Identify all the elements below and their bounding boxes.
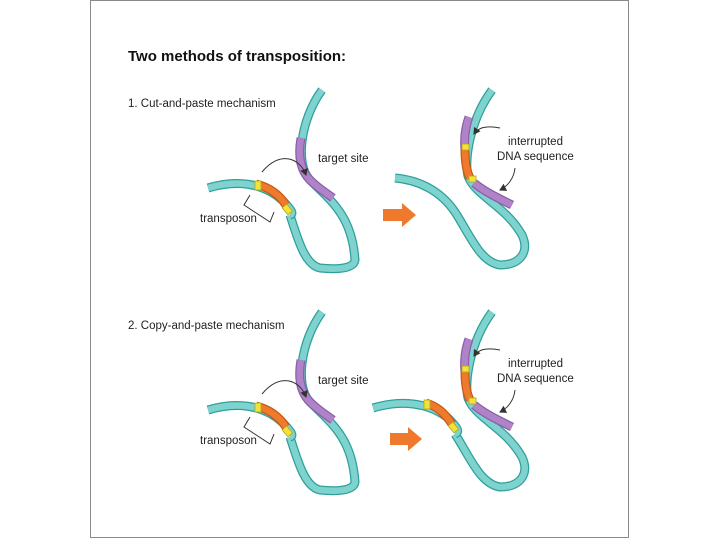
copy-paste-donor-dna	[206, 401, 297, 442]
process-arrow-2	[390, 427, 422, 451]
cut-paste-donor-dna	[206, 179, 297, 220]
result-arrow-bottom-1	[499, 167, 516, 191]
copy-paste-target-dna	[285, 309, 360, 496]
insertion-arrow	[261, 158, 308, 176]
result-arrow-top-1	[473, 126, 501, 135]
section-1-heading: 1. Cut-and-paste mechanism	[128, 98, 276, 110]
target-site-label-2: target site	[318, 375, 369, 387]
cut-paste-target-dna	[285, 87, 360, 274]
transposon-label-2: transposon	[200, 435, 257, 447]
result-label-line1-2: interrupted	[508, 358, 563, 370]
result-arrow-bottom-2	[499, 389, 516, 413]
section-2-heading: 2. Copy-and-paste mechanism	[128, 320, 285, 332]
figure-title: Two methods of transposition:	[128, 48, 347, 65]
result-label-line1: interrupted	[508, 136, 563, 148]
copy-paste-result-dna	[371, 309, 530, 492]
result-label-line2: DNA sequence	[497, 151, 574, 163]
target-site-label: target site	[318, 153, 369, 165]
insertion-arrow-2	[261, 380, 308, 398]
transposon-label: transposon	[200, 213, 257, 225]
result-arrow-top-2	[473, 348, 501, 357]
result-label-line2-2: DNA sequence	[497, 373, 574, 385]
transposon-bracket	[243, 194, 275, 223]
cut-paste-result-dna	[394, 87, 530, 270]
figure-frame	[90, 0, 629, 538]
transposon-bracket-2	[243, 416, 275, 445]
process-arrow-1	[383, 203, 416, 227]
